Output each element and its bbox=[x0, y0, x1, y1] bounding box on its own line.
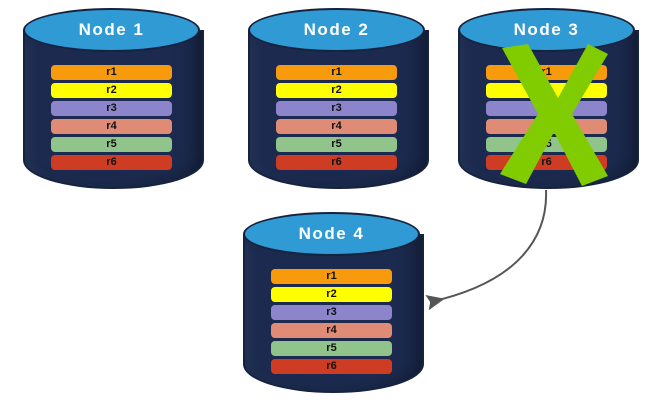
replication-arrow bbox=[425, 189, 548, 311]
node-cylinder-3[interactable]: Node 3 r1 r2 r3 r4 r5 r6 bbox=[458, 8, 639, 189]
record-row[interactable]: r3 bbox=[271, 305, 392, 320]
cylinder-top bbox=[23, 8, 200, 52]
cylinder-top bbox=[458, 8, 635, 52]
record-row[interactable]: r5 bbox=[51, 137, 172, 152]
record-row[interactable]: r5 bbox=[276, 137, 397, 152]
record-row[interactable]: r6 bbox=[51, 155, 172, 170]
cylinder-top bbox=[248, 8, 425, 52]
record-row[interactable]: r6 bbox=[271, 359, 392, 374]
record-row[interactable]: r3 bbox=[486, 101, 607, 116]
record-row[interactable]: r4 bbox=[51, 119, 172, 134]
record-row[interactable]: r1 bbox=[276, 65, 397, 80]
record-row[interactable]: r4 bbox=[271, 323, 392, 338]
record-row[interactable]: r6 bbox=[486, 155, 607, 170]
node-cylinder-1[interactable]: Node 1 r1 r2 r3 r4 r5 r6 bbox=[23, 8, 204, 189]
record-row[interactable]: r2 bbox=[276, 83, 397, 98]
record-row[interactable]: r3 bbox=[51, 101, 172, 116]
node-cylinder-2[interactable]: Node 2 r1 r2 r3 r4 r5 r6 bbox=[248, 8, 429, 189]
record-row[interactable]: r4 bbox=[276, 119, 397, 134]
record-row[interactable]: r1 bbox=[486, 65, 607, 80]
record-row[interactable]: r4 bbox=[486, 119, 607, 134]
record-list: r1 r2 r3 r4 r5 r6 bbox=[276, 65, 397, 170]
record-row[interactable]: r2 bbox=[51, 83, 172, 98]
record-row[interactable]: r2 bbox=[486, 83, 607, 98]
cylinder-top bbox=[243, 212, 420, 256]
node-cylinder-4[interactable]: Node 4 r1 r2 r3 r4 r5 r6 bbox=[243, 212, 424, 393]
record-list: r1 r2 r3 r4 r5 r6 bbox=[486, 65, 607, 170]
record-row[interactable]: r5 bbox=[486, 137, 607, 152]
record-row[interactable]: r5 bbox=[271, 341, 392, 356]
record-row[interactable]: r6 bbox=[276, 155, 397, 170]
record-row[interactable]: r2 bbox=[271, 287, 392, 302]
record-list: r1 r2 r3 r4 r5 r6 bbox=[51, 65, 172, 170]
record-row[interactable]: r3 bbox=[276, 101, 397, 116]
record-row[interactable]: r1 bbox=[51, 65, 172, 80]
record-row[interactable]: r1 bbox=[271, 269, 392, 284]
record-list: r1 r2 r3 r4 r5 r6 bbox=[271, 269, 392, 374]
